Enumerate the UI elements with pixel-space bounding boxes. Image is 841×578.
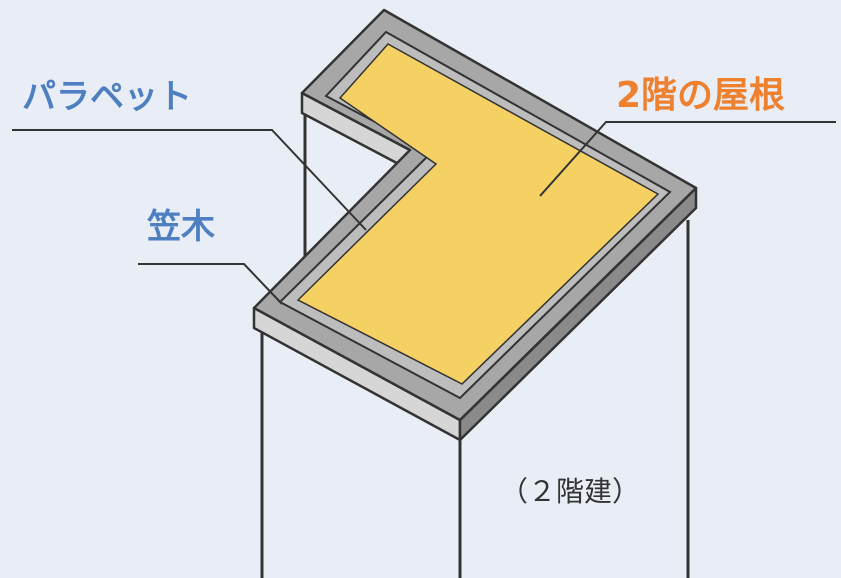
roof-leader — [539, 121, 836, 197]
roof-label: 2階の屋根 — [616, 75, 786, 116]
stories-label: （２階建） — [500, 475, 641, 508]
roof-surface — [296, 43, 660, 385]
parapet-leader — [12, 129, 367, 231]
kasagi-label: 笠木 — [147, 207, 215, 247]
leader-lines — [12, 121, 836, 305]
kasagi-leader — [138, 263, 283, 305]
parapet-label: パラペット — [22, 77, 192, 117]
